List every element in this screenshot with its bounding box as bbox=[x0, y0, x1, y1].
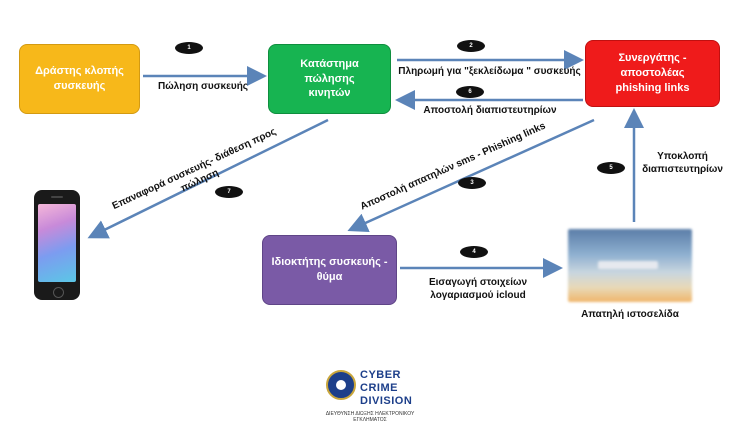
step-badge-7: 7 bbox=[215, 186, 243, 198]
logo-line-3: DIVISION bbox=[360, 395, 413, 407]
logo-line-2: CRIME bbox=[360, 382, 398, 394]
arrow-phishing-send bbox=[347, 118, 595, 232]
smartphone-image bbox=[34, 190, 80, 300]
node-owner-label: Ιδιοκτήτης συσκευής - θύμα bbox=[271, 256, 388, 283]
fake-website-image bbox=[568, 229, 692, 302]
node-store-label: Κατάστημα πώλησης κινητών bbox=[300, 57, 359, 100]
step-badge-1: 1 bbox=[175, 42, 203, 54]
fake-website-login-bar bbox=[598, 261, 658, 269]
phone-speaker bbox=[51, 196, 63, 198]
fake-website-caption: Απατηλή ιστοσελίδα bbox=[581, 309, 679, 320]
node-thief: Δράστης κλοπής συσκευής bbox=[19, 44, 140, 114]
label-credentials-send: Αποστολή διαπιστευτηρίων bbox=[423, 105, 557, 116]
label-enter-icloud: Εισαγωγή στοιχείων λογαριασμού icloud bbox=[428, 277, 528, 301]
phone-screen bbox=[38, 204, 76, 282]
node-partner: Συνεργάτης - αποστολέας phishing links bbox=[585, 40, 720, 107]
phone-home-button bbox=[53, 287, 64, 298]
step-badge-6: 6 bbox=[456, 86, 484, 98]
node-thief-label: Δράστης κλοπής συσκευής bbox=[35, 65, 124, 92]
node-store: Κατάστημα πώλησης κινητών bbox=[268, 44, 391, 114]
label-payment: Πληρωμή για "ξεκλείδωμα " συσκευής bbox=[398, 66, 581, 77]
logo-line-1: CYBER bbox=[360, 369, 402, 381]
node-partner-label: Συνεργάτης - αποστολέας phishing links bbox=[615, 52, 690, 94]
step-badge-4: 4 bbox=[460, 246, 488, 258]
step-badge-3: 3 bbox=[458, 177, 486, 189]
label-sale: Πώληση συσκευής bbox=[157, 81, 249, 92]
step-badge-5: 5 bbox=[597, 162, 625, 174]
logo-subtitle: ΔΙΕΥΘΥΝΣΗ ΔΙΩΞΗΣ ΗΛΕΚΤΡΟΝΙΚΟΥ ΕΓΚΛΗΜΑΤΟΣ bbox=[325, 411, 415, 423]
cyber-crime-division-logo: CYBER CRIME DIVISION ΔΙΕΥΘΥΝΣΗ ΔΙΩΞΗΣ ΗΛ… bbox=[320, 368, 420, 423]
police-seal-icon bbox=[326, 370, 356, 400]
node-owner: Ιδιοκτήτης συσκευής - θύμα bbox=[262, 235, 397, 305]
step-badge-2: 2 bbox=[457, 40, 485, 52]
arrow-restore bbox=[87, 118, 329, 239]
label-intercept: Υποκλοπή διαπιστευτηρίων bbox=[642, 151, 723, 175]
